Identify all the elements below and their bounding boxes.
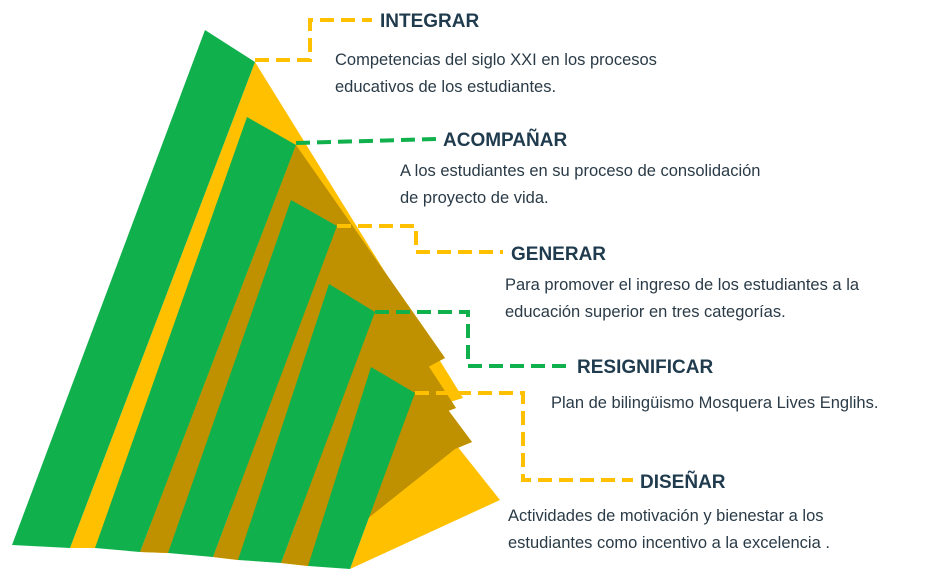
connector-5 [415,391,633,482]
connector-3 [337,224,503,254]
item-title-resignificar: RESIGNIFICAR [577,357,714,378]
step-3-green-face [168,200,337,557]
connector-1 [255,18,372,62]
item-description-generar: Para promover el ingreso de los estudian… [505,276,860,321]
step-2-green-face [95,117,296,552]
connector-4 [375,310,570,368]
step-4-green-face [238,284,375,563]
step-1-green-face [12,30,255,548]
item-title-disenar: DISEÑAR [640,472,726,493]
item-description-resignificar: Plan de bilingüismo Mosquera Lives Engli… [551,394,879,412]
connector-2 [295,137,438,145]
item-title-integrar: INTEGRAR [380,11,480,32]
step-5-green-face [308,367,415,569]
item-title-acompanar: ACOMPAÑAR [443,130,568,151]
step-5-yellow-face [350,393,500,569]
item-description-disenar: Actividades de motivación y bienestar a … [508,507,830,552]
item-description-integrar: Competencias del siglo XXI en los proces… [335,51,657,96]
item-description-acompanar: A los estudiantes en su proceso de conso… [400,162,761,207]
item-title-generar: GENERAR [511,244,607,265]
